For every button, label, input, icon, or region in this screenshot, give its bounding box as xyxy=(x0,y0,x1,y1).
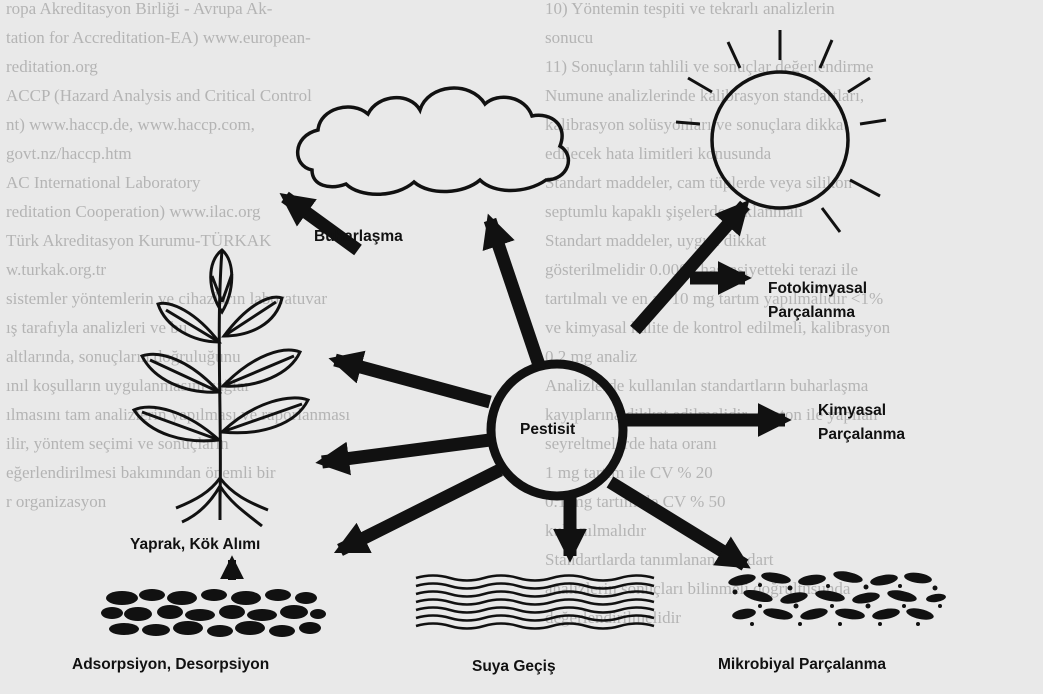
plant-icon xyxy=(134,250,308,526)
microbial-particles-icon xyxy=(727,569,946,626)
arrow-uptake xyxy=(340,470,500,550)
label-uptake: Yaprak, Kök Alımı xyxy=(130,536,260,554)
label-chemical-line2: Parçalanma xyxy=(818,426,905,444)
sun-icon xyxy=(676,30,886,232)
center-label-pesticide: Pestisit xyxy=(520,421,575,439)
arrow-to-plant-upper xyxy=(335,360,490,402)
label-photochemical-line2: Parçalanma xyxy=(768,304,855,322)
arrow-center-to-cloud xyxy=(490,220,540,368)
soil-particles-icon xyxy=(101,589,326,637)
arrow-photochemical xyxy=(635,205,745,330)
label-chemical-line1: Kimyasal xyxy=(818,402,886,420)
water-waves-icon xyxy=(416,576,654,629)
label-microbial: Mikrobiyal Parçalanma xyxy=(718,656,886,674)
cloud-icon xyxy=(298,88,569,194)
label-photochemical-line1: Fotokimyasal xyxy=(768,280,867,298)
label-evaporation: Buharlaşma xyxy=(314,228,403,246)
arrow-to-plant-lower xyxy=(322,440,490,462)
arrow-microbial xyxy=(610,482,745,565)
label-water: Suya Geçiş xyxy=(472,658,556,676)
label-adsorption: Adsorpsiyon, Desorpsiyon xyxy=(72,656,269,674)
